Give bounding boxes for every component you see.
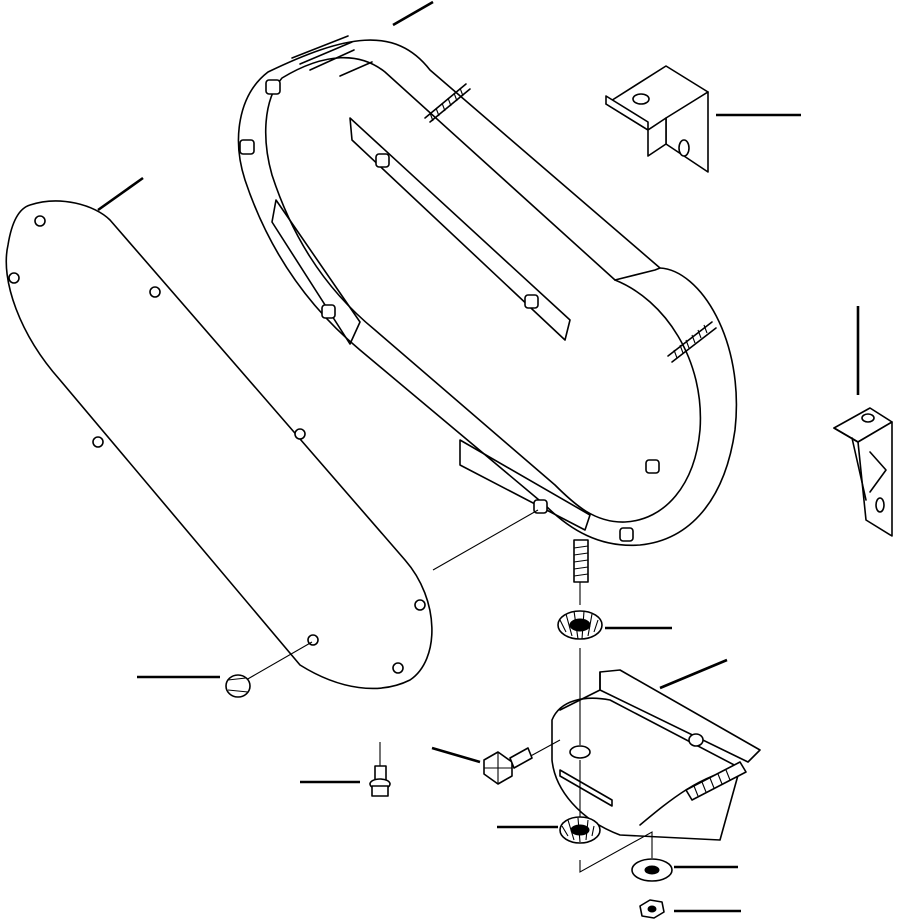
upper-angle-bracket <box>605 65 709 173</box>
mounting-bracket <box>551 669 761 841</box>
flange-bolt-callout <box>431 746 481 764</box>
front-cover-plate <box>5 200 433 690</box>
flange-bolt <box>483 747 533 785</box>
belt-guard-housing <box>237 35 738 583</box>
housing-callout <box>392 0 434 27</box>
mounting-bracket-callout <box>659 658 728 690</box>
alignment-line-vertical <box>579 582 653 873</box>
alignment-line-nut <box>245 641 313 681</box>
housing-stud-right <box>667 321 717 363</box>
lock-washer-lower <box>559 816 601 844</box>
side-angle-bracket <box>833 407 893 537</box>
flat-washer <box>631 858 673 882</box>
small-flange-bolt <box>369 742 391 797</box>
hex-nut <box>639 899 665 919</box>
cover-nut <box>225 674 251 698</box>
cover-callout <box>97 176 144 212</box>
alignment-line-cover <box>432 509 539 571</box>
lock-washer-upper <box>557 610 603 640</box>
stud-bolt <box>573 539 589 583</box>
housing-stud-top <box>424 83 471 123</box>
